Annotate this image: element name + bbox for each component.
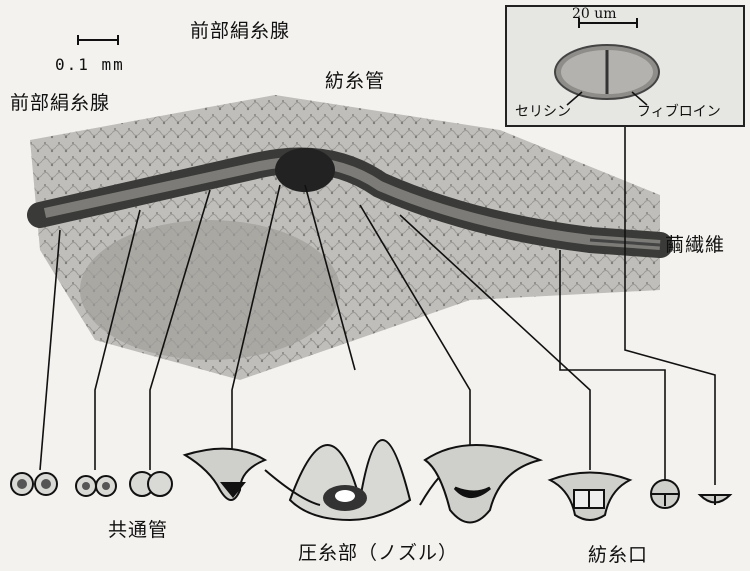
press-nozzle-icon [265,440,460,520]
sericin-label: セリシン [515,101,571,121]
section-2-icon [76,476,116,496]
label-cocoon-fiber: 繭繊維 [665,230,725,257]
section-7-icon [550,473,630,521]
section-4-icon [185,449,265,500]
section-1-icon [11,473,57,495]
section-8-icon [651,480,679,508]
inset-scale-label: 20 um [572,6,617,22]
section-9-icon [700,495,730,505]
fiber-cross-section-inset: 20 um セリシン フィブロイン [505,5,745,127]
label-anterior-gland-left: 前部絹糸腺 [10,88,110,115]
label-spinneret: 紡糸口 [588,540,648,567]
fibroin-label: フィブロイン [637,101,721,121]
label-anterior-gland-top: 前部絹糸腺 [190,16,290,43]
scale-bar-label: 0.1 mm [55,55,125,74]
cross-sections [11,440,730,523]
gland-lobe [80,220,340,360]
label-press-nozzle: 圧糸部（ノズル） [298,538,458,565]
section-3-icon [130,472,172,496]
label-spinning-tube: 紡糸管 [325,66,385,93]
section-6-icon [425,445,540,523]
scale-bar-mark [78,35,118,45]
label-common-duct: 共通管 [108,515,168,542]
